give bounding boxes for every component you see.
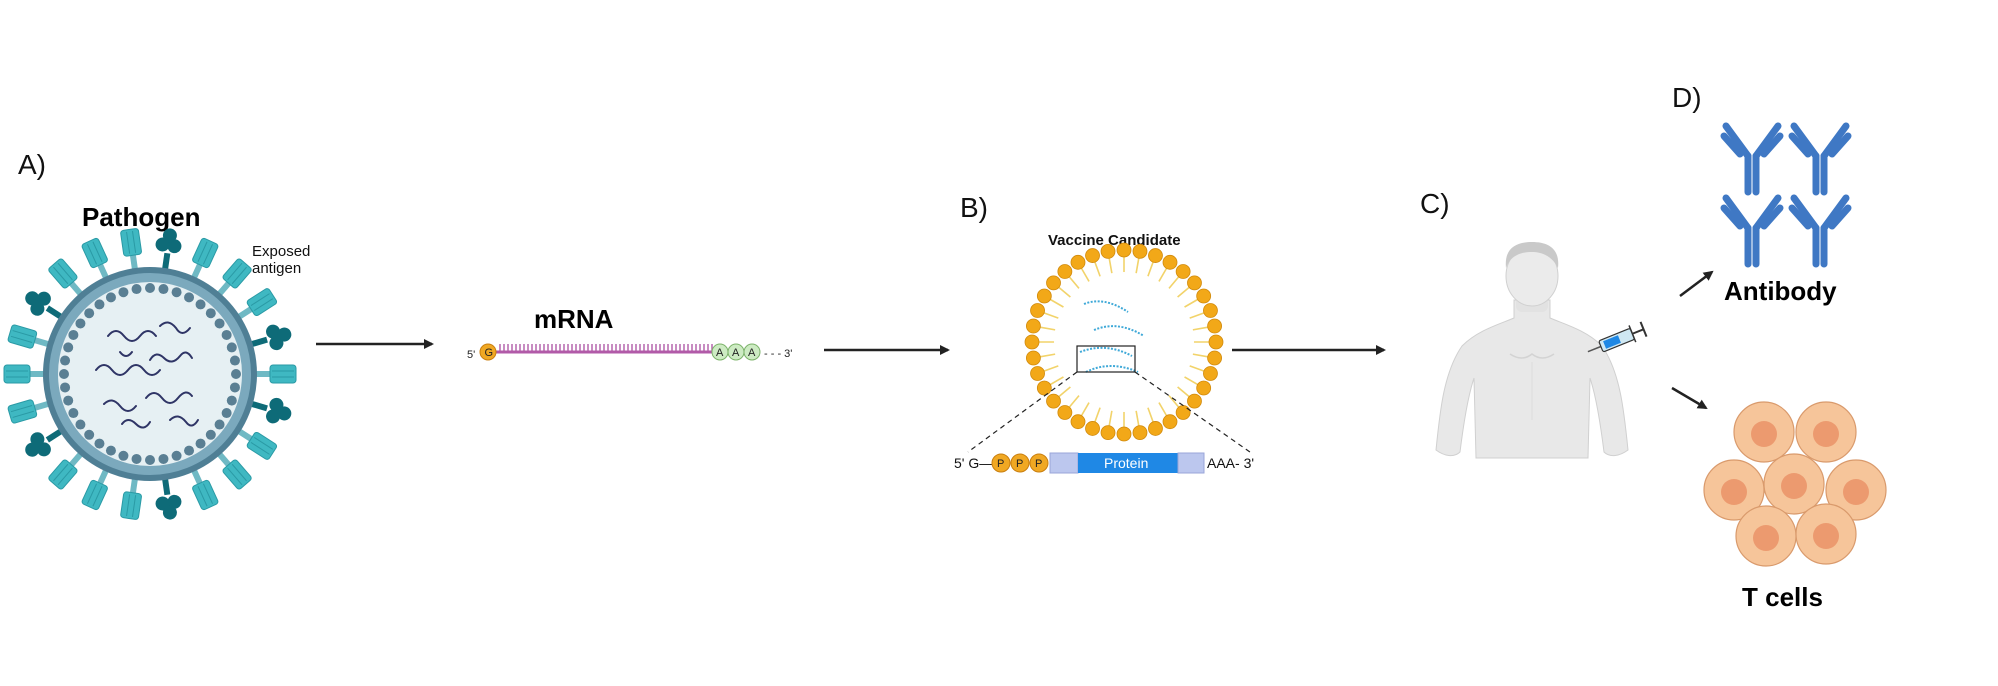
antigen-spike-icon	[252, 364, 297, 384]
panel-label-b: B)	[960, 192, 988, 223]
antigen-spike-icon	[214, 449, 252, 490]
antigen-spike-icon	[25, 291, 66, 322]
antigen-spike-icon	[120, 474, 142, 520]
mrna-cap: G	[485, 347, 494, 359]
mrna-strand-icon: 5' G A A A - - - 3'	[467, 343, 792, 361]
antigen-spike-icon	[3, 364, 48, 384]
syringe-icon	[1587, 321, 1648, 353]
mrna-title: mRNA	[534, 304, 614, 334]
t-cell-icon	[1703, 401, 1887, 567]
panel-label-d: D)	[1672, 82, 1702, 113]
polya-base-2: A	[732, 347, 740, 359]
polya-base-1: A	[716, 347, 724, 359]
tcells-label: T cells	[1742, 582, 1823, 612]
exposed-antigen-label-2: antigen	[252, 260, 301, 277]
pathogen-title: Pathogen	[82, 202, 200, 232]
polya-base-3: A	[748, 347, 756, 359]
exposed-antigen-label-1: Exposed	[252, 243, 310, 260]
antigen-spike-icon	[155, 228, 182, 274]
antigen-spike-icon	[189, 465, 219, 511]
phosphate-1: P	[997, 458, 1004, 470]
antibody-icon	[1720, 122, 1852, 268]
lipid-nanoparticle-icon	[1024, 242, 1224, 442]
arrow-icon	[1679, 270, 1714, 297]
phosphate-3: P	[1035, 458, 1042, 470]
mrna-three-prime: - - - 3'	[764, 348, 792, 360]
arrow-icon	[1671, 386, 1708, 410]
phosphate-2: P	[1016, 458, 1023, 470]
construct-three-prime: AAA- 3'	[1207, 455, 1254, 471]
antigen-spike-icon	[7, 324, 53, 349]
protein-label: Protein	[1104, 455, 1148, 471]
antigen-spike-icon	[155, 474, 182, 520]
human-body-icon	[1435, 242, 1629, 459]
construct-five-prime: 5' G—	[954, 455, 993, 471]
mrna-construct: 5' G— P P P Protein AAA- 3'	[954, 452, 1254, 474]
panel-label-a: A)	[18, 149, 46, 180]
vaccine-title: Vaccine Candidate	[1048, 232, 1181, 249]
virus-icon	[3, 228, 297, 520]
panel-label-c: C)	[1420, 188, 1450, 219]
mrna-five-prime: 5'	[467, 349, 475, 361]
antigen-spike-icon	[247, 397, 292, 424]
antibody-label: Antibody	[1724, 276, 1837, 306]
